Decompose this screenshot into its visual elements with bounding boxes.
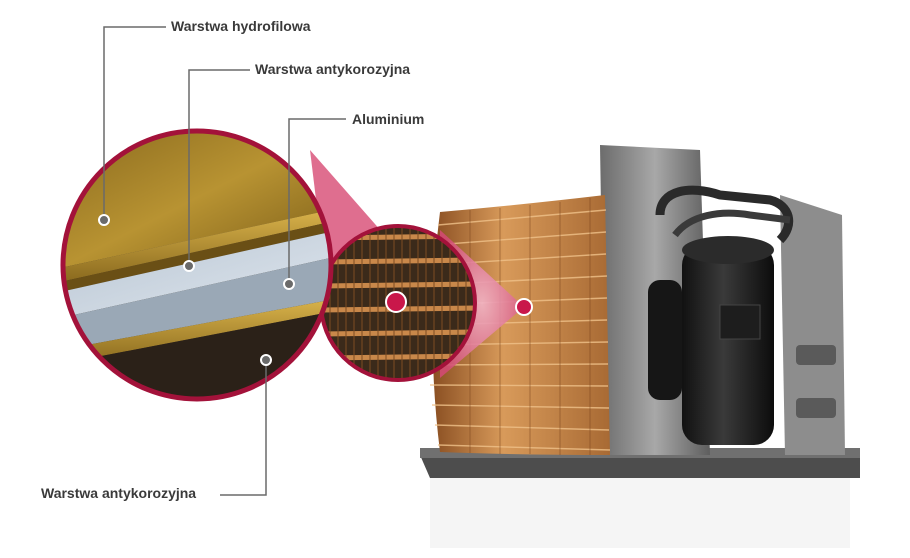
label-anticorrosion-layer-bottom: Warstwa antykorozyjna — [41, 485, 197, 501]
callout-dot-anticorrosion-top — [183, 260, 195, 272]
callout-dot-anticorrosion-bottom — [260, 354, 272, 366]
callout-lines — [103, 26, 346, 496]
focus-marker-lens — [385, 291, 407, 313]
callout-dots — [98, 214, 295, 366]
focus-marker-unit — [515, 298, 533, 316]
label-aluminium: Aluminium — [352, 111, 425, 127]
layer-crosssection-lens — [60, 128, 334, 402]
outdoor-unit — [420, 145, 860, 548]
label-anticorrosion-layer-top: Warstwa antykorozyjna — [255, 61, 411, 77]
callout-dot-hydrophilic — [98, 214, 110, 226]
callout-dot-aluminium — [283, 278, 295, 290]
label-hydrophilic-layer: Warstwa hydrofilowa — [171, 18, 311, 34]
